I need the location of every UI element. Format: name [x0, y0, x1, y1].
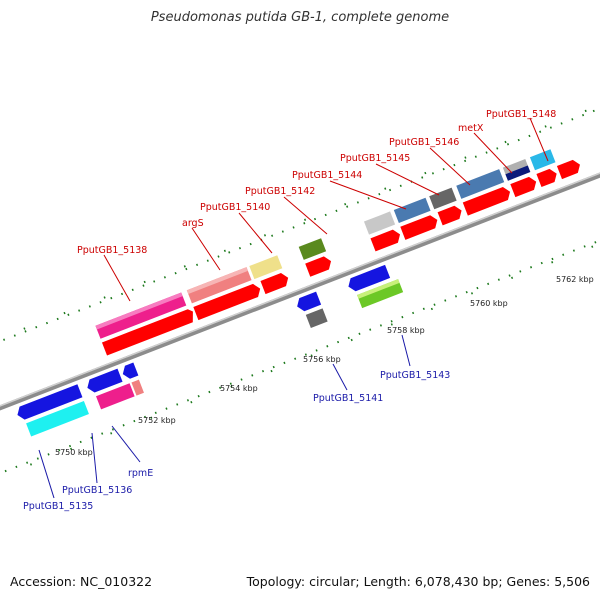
gene-pputgb1-5141 — [297, 291, 322, 312]
forward-gene-row — [95, 149, 556, 339]
gene-pputgb1-5143 — [348, 264, 391, 292]
label-pputgb1-5136: PputGB1_5136 — [62, 485, 132, 496]
scale-label-5760: 5760 kbp — [470, 299, 508, 308]
scale-label-5756: 5756 kbp — [303, 355, 341, 364]
cds-arrow — [305, 256, 332, 277]
label-pputgb1-5145: PputGB1_5145 — [340, 153, 410, 164]
gene-pputgb1-5136 — [87, 368, 123, 393]
top-gene-labels: PputGB1_5138 argS PputGB1_5140 PputGB1_5… — [77, 109, 556, 302]
genome-backbone — [0, 152, 600, 433]
label-pputgb1-5138: PputGB1_5138 — [77, 245, 147, 256]
label-pputgb1-5142: PputGB1_5142 — [245, 186, 315, 197]
cds-arrow — [260, 273, 289, 295]
gene-metx — [456, 169, 505, 199]
label-pputgb1-5143: PputGB1_5143 — [380, 370, 450, 381]
scale-label-5752: 5752 kbp — [138, 416, 176, 425]
scale-label-5758: 5758 kbp — [387, 326, 425, 335]
cds-arrow — [510, 176, 537, 198]
upper-tick-row — [0, 100, 600, 366]
gene-pputgb1-5142 — [298, 238, 327, 260]
gene-pputgb1-5145 — [393, 197, 431, 224]
cds-arrow — [193, 283, 261, 321]
gene-cyan-partial — [529, 149, 556, 171]
scale-label-5750: 5750 kbp — [55, 448, 93, 457]
gene-pputgb1-5140 — [249, 255, 283, 280]
accession-text: Accession: NC_010322 — [10, 574, 153, 589]
gene-rpme — [122, 362, 139, 379]
cds-arrow — [462, 186, 511, 216]
label-pputgb1-5144: PputGB1_5144 — [292, 170, 362, 181]
reverse-gene-row — [17, 264, 404, 437]
label-pputgb1-5141: PputGB1_5141 — [313, 393, 383, 404]
scale-label-5754: 5754 kbp — [220, 384, 258, 393]
cds-arrow — [400, 215, 438, 240]
cds-arrow — [101, 309, 193, 356]
gene-pputgb1-5146 — [429, 187, 457, 210]
cds-arrow — [556, 159, 580, 180]
gene-pputgb1-5138 — [95, 292, 187, 339]
label-metx: metX — [458, 123, 484, 134]
label-rpme: rpmE — [128, 468, 153, 479]
cds-arrow — [370, 229, 401, 252]
scale-label-5762: 5762 kbp — [556, 275, 594, 284]
gene-pputgb1-5135 — [17, 384, 83, 420]
label-pputgb1-5148: PputGB1_5148 — [486, 109, 556, 120]
bottom-gene-labels: PputGB1_5135 PputGB1_5136 rpmE PputGB1_5… — [23, 334, 450, 512]
genome-summary-text: Topology: circular; Length: 6,078,430 bp… — [246, 574, 590, 589]
lower-tick-row — [0, 218, 600, 484]
label-pputgb1-5146: PputGB1_5146 — [389, 137, 459, 148]
cds-arrow — [536, 168, 557, 188]
label-pputgb1-5135: PputGB1_5135 — [23, 501, 93, 512]
label-pputgb1-5140: PputGB1_5140 — [200, 202, 270, 213]
map-title: Pseudomonas putida GB-1, complete genome — [150, 10, 450, 25]
gene-pputgb1-5144 — [363, 211, 396, 235]
forward-cds-row — [101, 159, 580, 356]
cds-arrow — [437, 205, 462, 226]
scale-labels: 5750 kbp 5752 kbp 5754 kbp 5756 kbp 5758… — [55, 275, 594, 457]
label-args: argS — [182, 218, 204, 229]
gene-args — [186, 267, 252, 304]
